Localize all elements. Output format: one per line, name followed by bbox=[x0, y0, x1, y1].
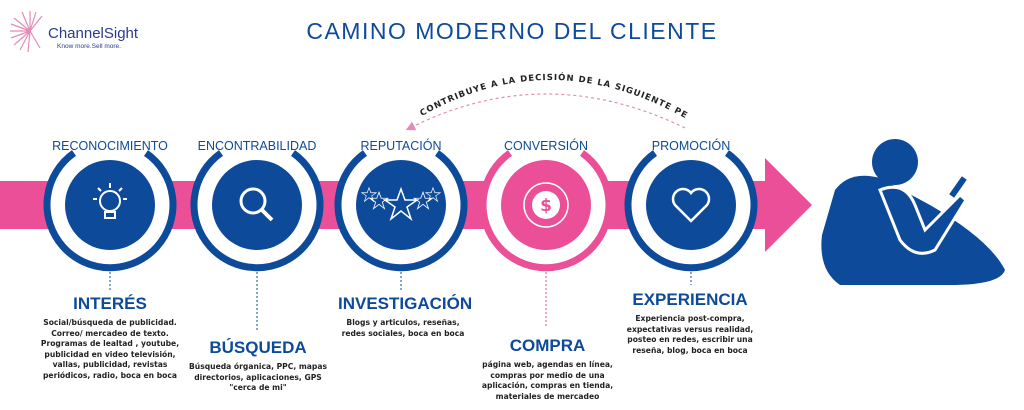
stage-disc bbox=[212, 160, 302, 250]
stage-label-reputacion: REPUTACIÓN bbox=[360, 139, 442, 153]
detail-text: Social/búsqueda de publicidad. Correo/ m… bbox=[40, 318, 180, 380]
detail-title: INVESTIGACIÓN bbox=[338, 294, 473, 313]
stage-label-promocion: PROMOCIÓN bbox=[651, 139, 731, 153]
stage-label-encontrabilidad: ENCONTRABILIDAD bbox=[197, 139, 317, 153]
detail-experiencia: EXPERIENCIA Experiencia post-compra, exp… bbox=[615, 290, 765, 356]
stage-ring bbox=[190, 150, 324, 272]
page-title: CAMINO MODERNO DEL CLIENTE bbox=[306, 18, 718, 44]
detail-interes: INTERÉS Social/búsqueda de publicidad. C… bbox=[30, 294, 190, 381]
stage-label-conversion: CONVERSIÓN bbox=[503, 139, 589, 153]
detail-text: Experiencia post-compra, expectativas ve… bbox=[626, 314, 754, 355]
feedback-arc-arrow bbox=[405, 93, 686, 131]
stars-icon bbox=[360, 186, 442, 222]
detail-text: Blogs y articulos, reseñas, redes social… bbox=[341, 318, 465, 338]
stage-ring bbox=[43, 150, 177, 272]
logo-tagline: Know more.Sell more. bbox=[57, 43, 121, 50]
heart-icon bbox=[671, 187, 711, 223]
stage-disc bbox=[65, 160, 155, 250]
stage-circle-5 bbox=[624, 143, 758, 272]
stage-circle-2 bbox=[190, 143, 324, 272]
lightbulb-icon bbox=[93, 183, 127, 219]
detail-title: COMPRA bbox=[509, 336, 586, 355]
channelsight-logo-icon bbox=[10, 11, 43, 53]
stage-disc bbox=[646, 160, 736, 250]
detail-investigacion: INVESTIGACIÓN Blogs y articulos, reseñas… bbox=[338, 294, 473, 339]
detail-busqueda: BÚSQUEDA Búsqueda órganica, PPC, mapas d… bbox=[188, 338, 328, 394]
stage-circle-1 bbox=[43, 143, 177, 272]
stage-ring bbox=[334, 150, 468, 272]
detail-compra: COMPRA página web, agendas en línea, com… bbox=[475, 336, 620, 402]
svg-text:$: $ bbox=[540, 196, 552, 216]
detail-text: Búsqueda órganica, PPC, mapas directorio… bbox=[189, 362, 327, 392]
detail-title: BÚSQUEDA bbox=[209, 338, 307, 357]
dollar-icon: $ bbox=[523, 182, 569, 228]
detail-title: INTERÉS bbox=[73, 294, 147, 313]
stage-ring bbox=[624, 150, 758, 272]
stage-circle-3 bbox=[334, 143, 468, 272]
stage-ring bbox=[479, 150, 613, 272]
magnifier-icon bbox=[239, 187, 274, 222]
detail-title: EXPERIENCIA bbox=[632, 290, 748, 309]
person-on-beanbag-icon bbox=[821, 139, 1005, 285]
stage-label-reconocimiento: RECONOCIMIENTO bbox=[52, 139, 168, 153]
stage-circle-4: $ bbox=[479, 143, 613, 272]
detail-text: página web, agendas en línea, compras po… bbox=[481, 360, 614, 401]
stage-disc bbox=[356, 160, 446, 250]
logo-name: ChannelSight bbox=[48, 25, 139, 42]
